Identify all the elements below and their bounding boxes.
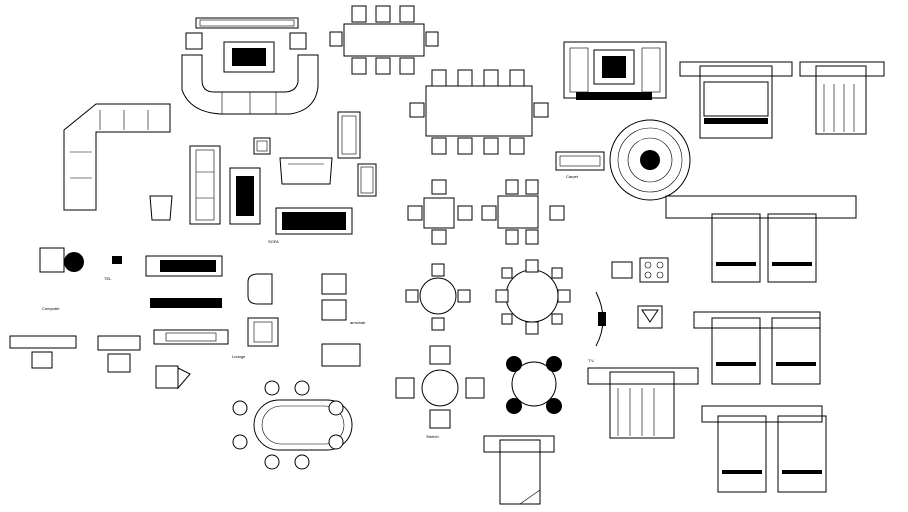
side-table-small (253, 137, 271, 155)
desk-with-chair-2 (97, 335, 141, 373)
lounge-chair-square (247, 317, 279, 347)
tv-arc (595, 291, 606, 347)
double-bed-center (587, 367, 699, 439)
label-tel: TEL (104, 276, 112, 281)
tv-cabinet (145, 255, 223, 277)
oval-table-ten (232, 380, 353, 470)
computer-desk (39, 247, 84, 273)
rug-small (229, 167, 261, 225)
rug-vertical (337, 111, 361, 159)
round-rug (609, 119, 691, 201)
carpet-rect (555, 151, 605, 171)
round-table-eight (495, 259, 571, 335)
three-seat-sofa (189, 145, 221, 225)
curved-sofa-set (181, 17, 319, 115)
sofa-long (275, 207, 353, 235)
console-table (153, 329, 229, 345)
lounge-chair-round (247, 273, 273, 305)
box-stand (155, 365, 191, 390)
chair-small (149, 195, 173, 221)
zigzag-panel (150, 298, 222, 308)
tv-set (637, 305, 663, 329)
stove-small (611, 257, 669, 283)
armchair-top (279, 157, 333, 185)
label-armchair: armchair (350, 320, 366, 325)
double-bed-top (679, 61, 793, 139)
round-table-stretch (395, 345, 485, 429)
square-table-four (407, 179, 473, 245)
label-computer: Computer (42, 306, 60, 311)
rect-table-four (481, 179, 565, 245)
rug-small-2 (357, 163, 377, 197)
label-lounge: Lounge (232, 354, 246, 359)
telephone (112, 256, 122, 264)
sofa-with-coffee-table (563, 41, 667, 100)
label-stretch: Stretch (426, 434, 439, 439)
armchair-group (321, 273, 361, 367)
twin-beds-2 (693, 311, 821, 385)
single-bed-center (483, 435, 555, 505)
l-shaped-sofa (63, 103, 171, 211)
label-sofa: SOFA (268, 239, 279, 244)
single-bed-top (799, 61, 885, 135)
round-table-four (405, 263, 471, 331)
desk-with-chair-1 (9, 335, 77, 369)
label-carpet: Carpet (566, 174, 579, 179)
dining-table-six (329, 5, 439, 75)
twin-beds-1 (665, 195, 857, 283)
label-tv: T.V. (588, 358, 595, 363)
round-table-dark-chairs (506, 356, 562, 414)
dining-table-ten (409, 69, 549, 155)
twin-beds-3 (701, 405, 827, 493)
